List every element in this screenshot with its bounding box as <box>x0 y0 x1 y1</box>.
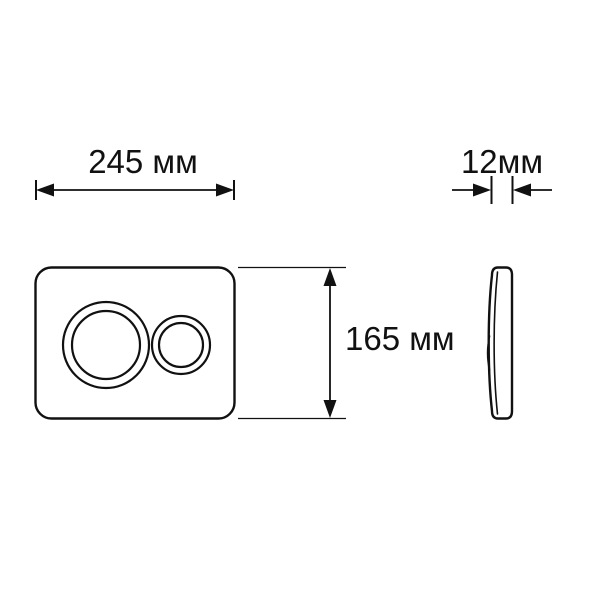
height-dimension-label: 165 мм <box>345 320 455 357</box>
flush-plate-outline <box>34 266 236 420</box>
thickness-dimension: 12мм <box>452 143 552 204</box>
width-arrow-left-icon <box>36 183 54 197</box>
large-button-inner-ring <box>70 309 142 381</box>
height-arrow-down-icon <box>323 400 337 418</box>
side-view <box>486 266 514 420</box>
large-button-outer-ring <box>61 300 151 390</box>
side-profile-button-bump <box>486 335 491 371</box>
thickness-arrow-right-pointing-icon <box>473 183 491 197</box>
thickness-dimension-label: 12мм <box>461 143 543 180</box>
width-dimension: 245 мм <box>35 143 235 200</box>
width-dimension-label: 245 мм <box>88 143 198 180</box>
side-profile-face-curve <box>493 271 499 415</box>
side-profile-outline <box>487 266 514 420</box>
front-view <box>34 266 236 420</box>
height-arrow-up-icon <box>323 268 337 286</box>
small-button-outer-ring <box>150 314 212 376</box>
small-button-inner-ring <box>157 321 205 369</box>
thickness-arrow-left-pointing-icon <box>513 183 531 197</box>
height-dimension: 165 мм <box>238 266 455 420</box>
width-arrow-right-icon <box>216 183 234 197</box>
